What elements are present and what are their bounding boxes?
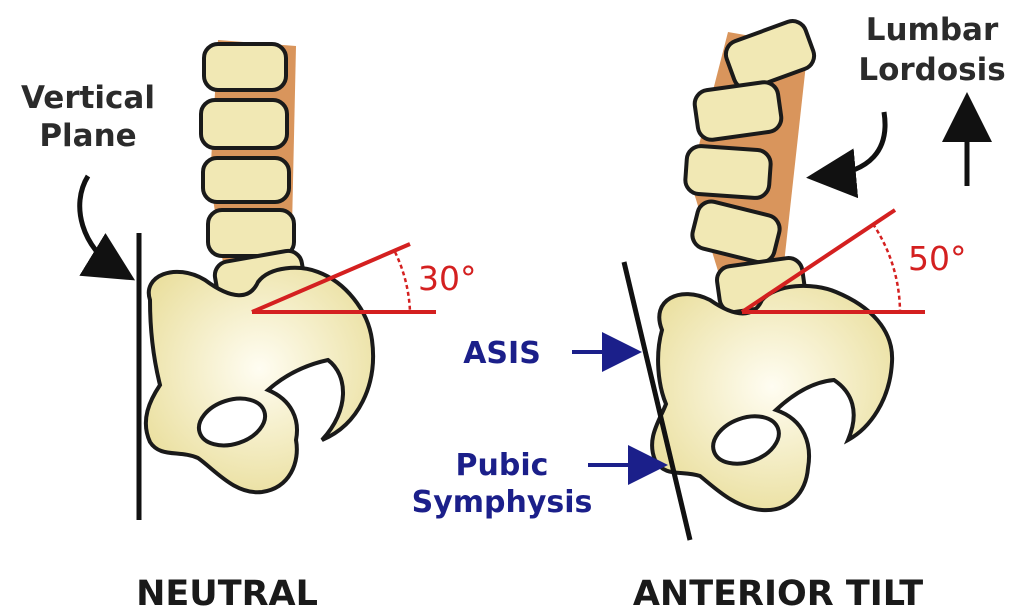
asis-label: ASIS <box>463 336 541 371</box>
neutral-vertebra-4 <box>208 210 294 256</box>
anterior-tilt-title: ANTERIOR TILT <box>633 574 923 614</box>
tilt-pelvis <box>652 286 892 510</box>
pubic-symphysis-label-line2: Symphysis <box>412 485 593 520</box>
tilt-angle-arc <box>873 224 900 312</box>
neutral-angle-arc <box>395 252 410 312</box>
pubic-symphysis-label-line1: Pubic <box>456 448 549 483</box>
vertical-plane-label-line1: Vertical <box>21 80 155 116</box>
vertical-plane-arrow <box>80 176 118 270</box>
tilt-spine <box>684 17 818 314</box>
neutral-vertebra-1 <box>204 44 286 90</box>
anterior-tilt-panel: Lumbar Lordosis 50° ASIS Pubic Symphysis… <box>412 12 1006 614</box>
tilt-vertebra-2 <box>693 80 783 141</box>
neutral-angle-label: 30° <box>418 259 477 298</box>
lumbar-lordosis-label-line1: Lumbar <box>866 12 999 48</box>
lordosis-curved-arrow <box>826 112 885 176</box>
neutral-panel: Vertical Plane 30° NEUTRAL <box>21 40 476 614</box>
neutral-vertebra-2 <box>201 100 287 148</box>
tilt-angle-label: 50° <box>908 239 967 278</box>
tilt-vertebra-3 <box>684 145 771 199</box>
neutral-pelvis <box>146 268 373 492</box>
lumbar-lordosis-label-line2: Lordosis <box>858 52 1005 88</box>
neutral-vertebra-3 <box>203 158 289 202</box>
neutral-title: NEUTRAL <box>136 574 318 614</box>
vertical-plane-label-line2: Plane <box>39 118 136 154</box>
